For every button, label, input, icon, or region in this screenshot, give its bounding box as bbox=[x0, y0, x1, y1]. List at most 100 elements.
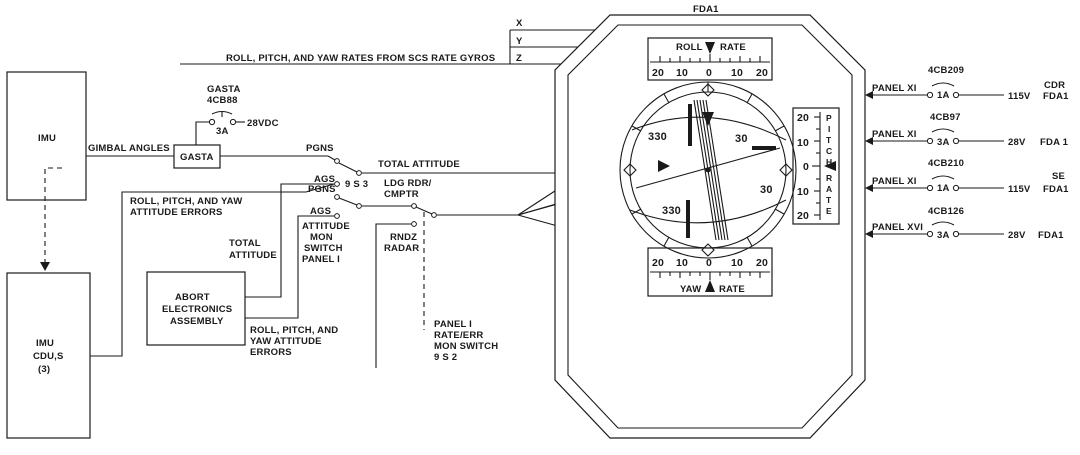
panel-rate-label-3: MON SWITCH bbox=[434, 341, 498, 352]
gimbal-angles-label: GIMBAL ANGLES bbox=[88, 143, 170, 154]
gasta-label: GASTA bbox=[180, 152, 214, 163]
gasta-breaker-rating: 3A bbox=[216, 126, 229, 137]
yaw-rate-ticks bbox=[659, 272, 761, 280]
power-cb-label: 4CB97 bbox=[930, 112, 961, 123]
ball-latitude-line bbox=[629, 199, 787, 224]
switch-contact-icon bbox=[334, 213, 340, 219]
imu-cdu-label-3: (3) bbox=[38, 364, 50, 375]
power-rating-label: 3A bbox=[937, 137, 950, 148]
switch-contact-icon bbox=[411, 203, 417, 209]
roll-rate-scale-labels: 20 10 0 10 20 bbox=[652, 67, 768, 79]
yaw-scale-label: 10 bbox=[676, 257, 688, 269]
breaker-contact-icon bbox=[208, 118, 216, 126]
switch-contact-icon bbox=[411, 221, 417, 227]
switch-contact-icon bbox=[356, 170, 362, 176]
imu-to-cdu-dashed-line bbox=[44, 167, 62, 266]
pgns-top-label: PGNS bbox=[306, 143, 334, 154]
roll-index-icon bbox=[702, 112, 714, 126]
pitch-rate-ticks bbox=[812, 116, 820, 216]
breaker-arc-icon bbox=[211, 110, 233, 115]
total-attitude-left-label-2: ATTITUDE bbox=[229, 250, 277, 261]
fda-title: FDA1 bbox=[693, 4, 719, 15]
yaw-scale-label: 20 bbox=[756, 257, 768, 269]
pitch-letter: T bbox=[826, 195, 832, 205]
attitude-ball: 330 30 330 30 bbox=[619, 81, 797, 259]
axis-y-label: Y bbox=[516, 36, 523, 47]
pitch-letter: T bbox=[826, 135, 832, 145]
arrow-left-icon bbox=[865, 184, 873, 192]
switch-blade-icon bbox=[415, 206, 433, 215]
switch-contact-icon bbox=[334, 158, 340, 164]
power-panel-label: PANEL XVI bbox=[872, 222, 923, 233]
aea-errors-line bbox=[245, 215, 334, 319]
pitch-letter: I bbox=[828, 124, 831, 134]
pitch-letter: E bbox=[826, 206, 832, 216]
imu-label: IMU bbox=[38, 133, 56, 144]
pitch-rate-pointer-icon bbox=[824, 161, 836, 171]
switch-contact-icon bbox=[356, 203, 362, 209]
yaw-label: YAW bbox=[680, 284, 701, 295]
switch-contact-icon bbox=[431, 212, 437, 218]
power-panel-label: PANEL XI bbox=[872, 176, 917, 187]
ldg-rdr-label-2: CMPTR bbox=[384, 189, 419, 200]
attitude-mon-label-2: MON bbox=[310, 232, 333, 243]
gasta-breaker-id: 4CB88 bbox=[207, 95, 238, 106]
pitch-letter: H bbox=[826, 157, 832, 167]
roll-scale-label: 20 bbox=[756, 67, 768, 79]
ball-mark-label: 30 bbox=[735, 133, 748, 145]
total-attitude-left-label-1: TOTAL bbox=[229, 238, 261, 249]
yaw-scale-label: 10 bbox=[731, 257, 743, 269]
pitch-letter: R bbox=[826, 173, 832, 183]
breaker-arc-icon bbox=[931, 221, 955, 226]
aea-label-1: ABORT bbox=[175, 292, 210, 303]
power-dest-label: FDA1 bbox=[1043, 184, 1069, 195]
breaker-contact-icon bbox=[229, 118, 237, 126]
axis-x-label: X bbox=[516, 18, 523, 29]
yaw-scale-label: 20 bbox=[652, 257, 664, 269]
arrow-left-icon bbox=[865, 91, 873, 99]
yaw-rate-label: RATE bbox=[719, 284, 745, 295]
breaker-contact-icon bbox=[926, 230, 934, 238]
breaker-contact-icon bbox=[952, 137, 960, 145]
power-dest-label: FDA1 bbox=[1038, 230, 1064, 241]
power-input-row: 4CB209 PANEL XI 1A 115V CDR FDA1 bbox=[865, 65, 1069, 102]
breaker-arc-icon bbox=[931, 175, 955, 180]
gasta-breaker-name: GASTA bbox=[207, 84, 241, 95]
ball-center-dot-icon bbox=[705, 167, 711, 173]
attitude-errors-label-1: ROLL, PITCH, AND YAW bbox=[130, 196, 242, 207]
attitude-errors-line bbox=[90, 183, 335, 357]
roll-scale-label: 10 bbox=[731, 67, 743, 79]
aea-total-attitude-line bbox=[245, 183, 334, 298]
pgns-top-lead bbox=[305, 155, 336, 161]
roll-rate-ticks bbox=[659, 54, 761, 62]
pitch-letter: C bbox=[826, 146, 832, 156]
power-cb-label: 4CB210 bbox=[928, 158, 964, 169]
rate-gyros-label: ROLL, PITCH, AND YAW RATES FROM SCS RATE… bbox=[226, 53, 495, 64]
pgns-mid-label: PGNS bbox=[308, 184, 336, 195]
power-cb-label: 4CB209 bbox=[928, 65, 964, 76]
pitch-scale-label: 10 bbox=[797, 186, 809, 198]
arrow-down-icon bbox=[40, 262, 50, 271]
pitch-letter: A bbox=[826, 184, 832, 194]
breaker-arc-icon bbox=[931, 82, 955, 87]
total-attitude-top-label: TOTAL ATTITUDE bbox=[378, 159, 460, 170]
power-dest-label: SE bbox=[1052, 171, 1065, 182]
imu-cdu-label-1: IMU bbox=[36, 338, 54, 349]
attitude-mon-label-1: ATTITUDE bbox=[302, 221, 350, 232]
aea-errors-label-3: ERRORS bbox=[250, 347, 292, 358]
imu-cdu-label-2: CDU,S bbox=[33, 351, 64, 362]
power-rating-label: 1A bbox=[937, 183, 950, 194]
roll-rate-label: RATE bbox=[720, 42, 746, 53]
ags-top-label: AGS bbox=[314, 174, 335, 185]
breaker-contact-icon bbox=[952, 230, 960, 238]
ags-bottom-label: AGS bbox=[310, 206, 331, 217]
panel-rate-label-4: 9 S 2 bbox=[434, 352, 457, 363]
switch-blade-icon bbox=[338, 162, 358, 173]
pitch-scale-label: 10 bbox=[797, 137, 809, 149]
aea-errors-label-2: YAW ATTITUDE bbox=[250, 336, 322, 347]
attitude-mon-label-4: PANEL I bbox=[302, 254, 340, 265]
power-volts-label: 28V bbox=[1008, 230, 1026, 241]
rndz-radar-line bbox=[375, 223, 411, 368]
power-dest-label: CDR bbox=[1044, 80, 1065, 91]
power-input-row: 4CB210 PANEL XI 1A 115V SE FDA1 bbox=[865, 158, 1069, 195]
